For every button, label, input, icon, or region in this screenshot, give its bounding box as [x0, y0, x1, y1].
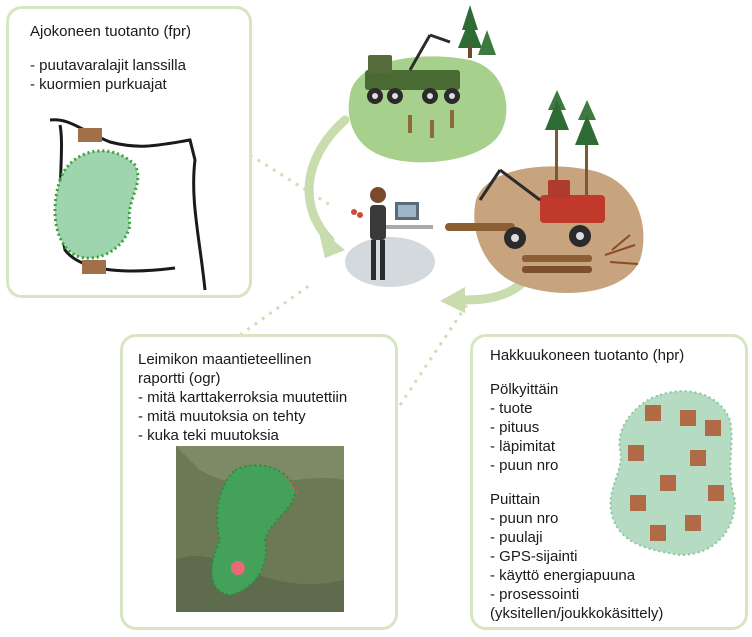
hpr-item: (yksitellen/joukkokäsittely)	[490, 605, 664, 622]
hpr-item: - puun nro	[490, 510, 559, 527]
hpr-text: Hakkuukoneen tuotanto (hpr) Pölkyittäin …	[490, 346, 684, 623]
fpr-text: Ajokoneen tuotanto (fpr) - puutavaralaji…	[30, 22, 191, 94]
hpr-item: - pituus	[490, 419, 540, 436]
hpr-item: - tuote	[490, 400, 533, 417]
hpr-item: - GPS-sijainti	[490, 548, 578, 565]
hpr-item: - puun nro	[490, 457, 559, 474]
ogr-title-line1: Leimikon maantieteellinen	[138, 351, 312, 368]
ogr-item: - mitä muutoksia on tehty	[138, 408, 306, 425]
hpr-item: - käyttö energiapuuna	[490, 567, 636, 584]
fpr-info-box	[6, 6, 252, 298]
office-worker-illustration	[345, 187, 435, 287]
ogr-item: - mitä karttakerroksia muutettiin	[138, 389, 348, 406]
ogr-text: Leimikon maantieteellinen raportti (ogr)…	[138, 350, 347, 445]
hpr-item: - prosessointi	[490, 586, 580, 603]
ogr-item: - kuka teki muutoksia	[138, 427, 279, 444]
fpr-item: - kuormien purkuajat	[30, 76, 167, 93]
arrow-head-1	[318, 228, 345, 258]
dotted-connectors	[239, 153, 472, 421]
fpr-item: - puutavaralajit lanssilla	[30, 57, 186, 74]
hpr-item: - puulaji	[490, 529, 543, 546]
hpr-item: - läpimitat	[490, 438, 556, 455]
ogr-title-line2: raportti (ogr)	[138, 370, 221, 387]
hpr-title: Hakkuukoneen tuotanto (hpr)	[490, 347, 685, 364]
hpr-section1-title: Pölkyittäin	[490, 381, 559, 398]
arrow-head-2	[440, 287, 465, 313]
fpr-title: Ajokoneen tuotanto (fpr)	[30, 23, 191, 40]
forwarder-illustration	[348, 5, 507, 163]
hpr-section2-title: Puittain	[490, 491, 541, 508]
harvester-illustration	[445, 90, 644, 293]
